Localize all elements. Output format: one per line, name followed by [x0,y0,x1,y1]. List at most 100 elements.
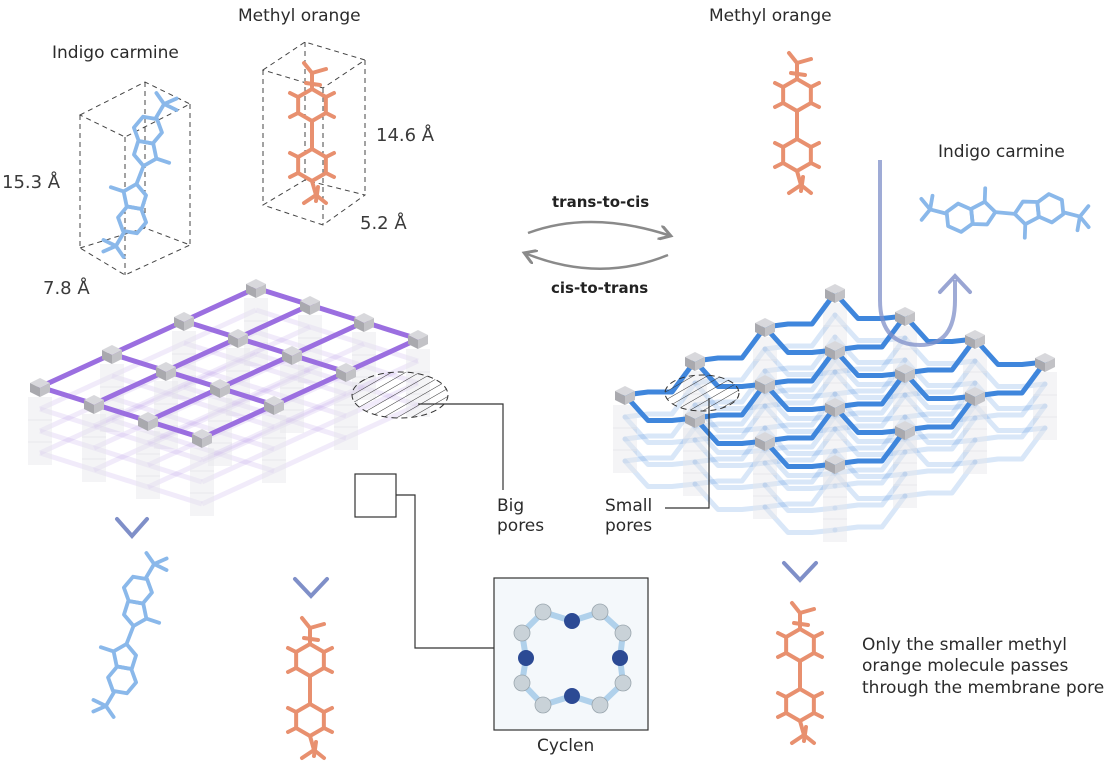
metal-node-cube [755,318,775,337]
bond [809,161,821,169]
note-line: through the membrane pore [862,677,1105,698]
ghost-linker [291,418,347,441]
ghost-node [208,442,232,466]
ghost-linker [832,379,908,419]
small-pores-label-line2: pores [605,515,653,536]
ghost-node [190,492,214,516]
bond [776,711,788,719]
bond [322,646,334,654]
ghost-node [172,331,196,355]
bond [324,91,336,99]
bond [286,726,298,734]
cis-linker [902,370,978,401]
five-ring [1012,199,1041,227]
small-pore-marker [664,374,740,412]
bond [154,91,166,106]
five-ring [121,182,148,211]
bond [993,210,1017,216]
metal-node-cube [965,330,985,349]
trans-linker [145,385,223,424]
indigo-rejected-arrow [878,160,972,348]
bond [787,51,799,65]
bond [302,61,314,75]
ghost-linker [832,426,908,457]
indigo-height-dimension: 15.3 Å [2,172,61,193]
bond [144,551,156,566]
benzene-ring [944,201,975,234]
bond [1062,210,1082,219]
trans-to-cis-label: trans-to-cis [552,193,650,211]
bond [308,622,326,630]
cis-linker [832,313,908,353]
ghost-linker [164,357,240,396]
ghost-node [100,364,124,388]
ghost-linker [902,459,978,499]
benzene-ring [294,702,326,738]
bond [310,67,328,75]
carbon-atom [614,624,632,642]
metal-node-cube [685,352,705,371]
ghost-linker [692,390,768,430]
indigo-carmine-molecule [101,91,179,259]
ghost-node [613,449,637,473]
bond [792,621,810,627]
bond [776,691,788,699]
indigo-dimension-box [78,81,192,276]
trans-linker [163,335,241,374]
ghost-linker [832,369,908,400]
ghost-linker [183,384,239,407]
ghost-node [1033,394,1057,418]
methyl-orange-molecule [288,61,336,205]
cis-linker [972,359,1048,399]
methyl-orange-molecule-passed [286,616,334,760]
big-pores-label-line1: Big [497,496,525,516]
ghost-node [226,348,250,372]
ghost-linker [219,451,275,474]
ghost-node [963,428,987,452]
cyclen-inset [493,577,649,731]
methyl-height-dimension: 14.6 Å [376,125,435,146]
ghost-linker [200,446,276,485]
metal-node-cube [825,341,845,360]
metal-node-cube [210,379,230,398]
bond [773,101,785,109]
nitrogen-atom [612,650,628,666]
bond [98,645,116,654]
five-ring [969,199,998,227]
bond [787,183,803,195]
cis-linker [832,370,908,410]
ghost-node [280,365,304,389]
bond [812,631,824,639]
bond [300,616,312,630]
five-ring [111,642,138,671]
cis-linker [622,358,698,398]
metal-node-cube [825,455,845,474]
five-ring [122,599,149,628]
metal-node-cube [354,313,374,332]
cis-linker [832,427,908,467]
bond [114,230,127,248]
ghost-linker [902,436,978,467]
ghost-node [753,473,777,497]
ghost-linker [147,484,203,507]
ghost-node [1033,416,1057,440]
metal-node-cube [138,412,158,431]
ghost-linker [902,379,978,410]
ghost-linker [38,373,114,412]
bond [773,81,785,89]
metal-node-cube [228,329,248,348]
bond [101,238,118,248]
ghost-node [753,495,777,519]
bond [324,151,336,159]
cis-linker [902,336,978,376]
node-highlight-box [354,473,397,518]
ghost-node [136,431,160,455]
ghost-linker [832,470,908,501]
bond [812,711,824,719]
cis-linker [692,415,768,446]
ghost-linker [832,471,908,511]
ghost-node [613,427,637,451]
ghost-node [28,397,52,421]
carbon-atom [513,624,531,642]
